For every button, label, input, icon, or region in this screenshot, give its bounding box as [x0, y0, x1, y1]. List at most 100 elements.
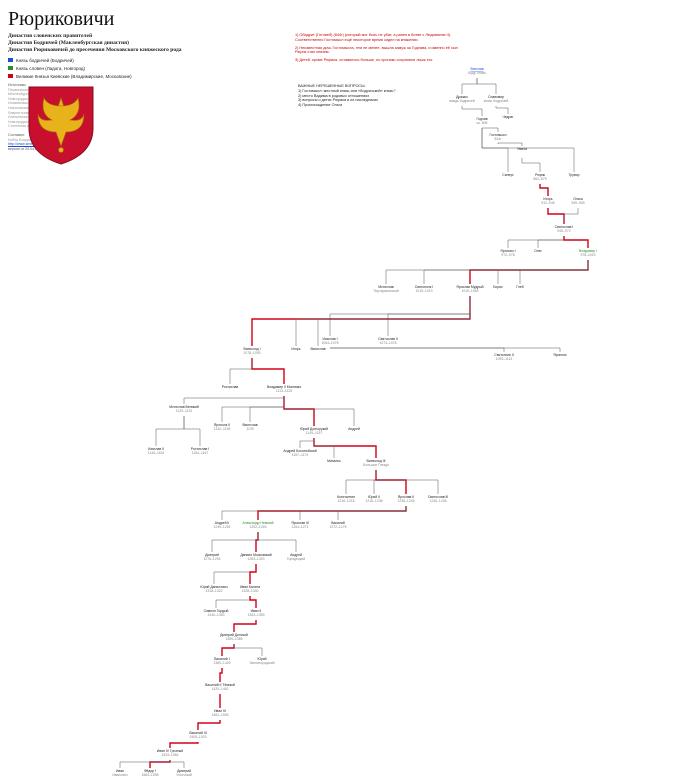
- person-name: Синеус: [502, 173, 514, 177]
- person-reign: 1389–1425: [214, 661, 231, 665]
- person-reign: 1353–1359: [248, 613, 265, 617]
- lineage-line: [249, 564, 257, 584]
- person-name: Дмитрий: [205, 553, 219, 557]
- person-reign: 1019–1054: [462, 289, 479, 293]
- lineage-line: [329, 296, 471, 336]
- lineage-line: [469, 260, 589, 284]
- coat-of-arms-icon: [28, 86, 94, 165]
- lineage-line: [313, 438, 335, 458]
- sources-title: Источники:: [8, 83, 27, 87]
- person-name: Витслав: [470, 67, 483, 71]
- person-node: Борис: [493, 285, 503, 289]
- person-reign: 1359–1389: [226, 637, 243, 641]
- person-reign: 1216–1218: [338, 499, 355, 503]
- person-name: Славомир: [488, 95, 504, 99]
- person-name: Изяслав I: [322, 337, 337, 341]
- person-reign: 1132–1139: [214, 427, 231, 431]
- person-name: Иван III: [214, 709, 226, 713]
- lineage-line: [251, 296, 471, 346]
- person-reign: 1054–1078: [322, 341, 339, 345]
- person-reign: 972–978: [501, 253, 514, 257]
- person-name: Дмитрий Донской: [220, 633, 248, 637]
- question-item: 3) вопросы о детях Рюрика и их наследник…: [298, 98, 378, 103]
- person-name: Юрий Долгорукий: [300, 427, 328, 431]
- lineage-line: [221, 644, 235, 656]
- person-reign: 1113–1125: [276, 389, 292, 393]
- person-name: Андрей: [290, 553, 302, 557]
- person-name: Дмитрий: [177, 769, 191, 773]
- person-name: Владимир II Мономах: [267, 385, 302, 389]
- lineage-line: [149, 760, 171, 768]
- person-name: Симеон Гордый: [204, 609, 229, 613]
- lineage-line: [519, 260, 589, 284]
- person-reign: 844г: [495, 137, 503, 141]
- legend-swatch: [8, 66, 13, 70]
- lineage-line: [219, 668, 223, 682]
- legend-label: Великие Князья Киевские (Владимирские, М…: [16, 73, 132, 79]
- person-reign: 1533–1584: [162, 753, 179, 757]
- lineage-line: [257, 506, 407, 520]
- person-name: Годлав: [476, 117, 487, 121]
- person-reign: Звенигородский: [249, 661, 274, 665]
- lineage-line: [313, 438, 377, 458]
- person-reign: ок. 808: [477, 121, 488, 125]
- lineage-line: [481, 128, 575, 172]
- person-name: Ярослав III: [291, 521, 308, 525]
- person-node: Андрей: [348, 427, 360, 431]
- lineage-line: [197, 720, 221, 730]
- lineage-line: [169, 742, 199, 748]
- person-name: Василий II Тёмный: [205, 683, 235, 687]
- lineage-line: [375, 470, 407, 494]
- person-reign: 1238–1246: [398, 499, 415, 503]
- person-reign: 1462–1505: [212, 713, 229, 717]
- person-name: Ярополк II: [214, 423, 230, 427]
- person-reign: 1328–1340: [242, 589, 259, 593]
- lineage-line: [495, 106, 509, 114]
- lineage-line: [283, 396, 355, 426]
- person-reign: Большое Гнездо: [363, 463, 389, 467]
- lineage-line: [211, 532, 259, 552]
- lineage-line: [375, 470, 439, 494]
- person-name: Василий III: [189, 731, 206, 735]
- legend-item: Князь бодричей (Бодричей): [8, 56, 132, 64]
- person-name: Всеволод III: [367, 459, 386, 463]
- person-node: Умила: [517, 147, 527, 151]
- person-reign: 1272–1276: [330, 525, 347, 529]
- person-name: Ростислав I: [191, 447, 209, 451]
- source-item: Иоакимовская летопись: [8, 101, 49, 106]
- person-reign: 1249–1252: [214, 525, 231, 529]
- person-reign: 1264–1271: [292, 525, 309, 529]
- person-name: Гостомысл: [489, 133, 506, 137]
- person-reign: Угличский: [176, 773, 192, 777]
- subtitle-1: Династия словенских правителей: [8, 33, 93, 39]
- lineage-line: [345, 470, 377, 494]
- site-link[interactable]: http://www.smegius.ru: [8, 142, 44, 147]
- open-questions-block: ВАЖНЫЕ НЕРЕШЕННЫЕ ВОПРОСЫ: 1) Гостомысл:…: [298, 84, 408, 108]
- person-name: Святополк II: [494, 353, 513, 357]
- person-reign: Городецкий: [287, 557, 305, 561]
- person-name: Андрей Боголюбский: [283, 449, 316, 453]
- lineage-line: [423, 260, 589, 284]
- lineage-line: [251, 358, 285, 384]
- person-reign: 945–972: [557, 229, 570, 233]
- lineage-line: [387, 296, 471, 336]
- person-reign: 912–945: [541, 201, 554, 205]
- person-reign: 945–969: [571, 201, 584, 205]
- person-node: Синеус: [502, 173, 514, 177]
- person-name: Иван Калита: [240, 585, 260, 589]
